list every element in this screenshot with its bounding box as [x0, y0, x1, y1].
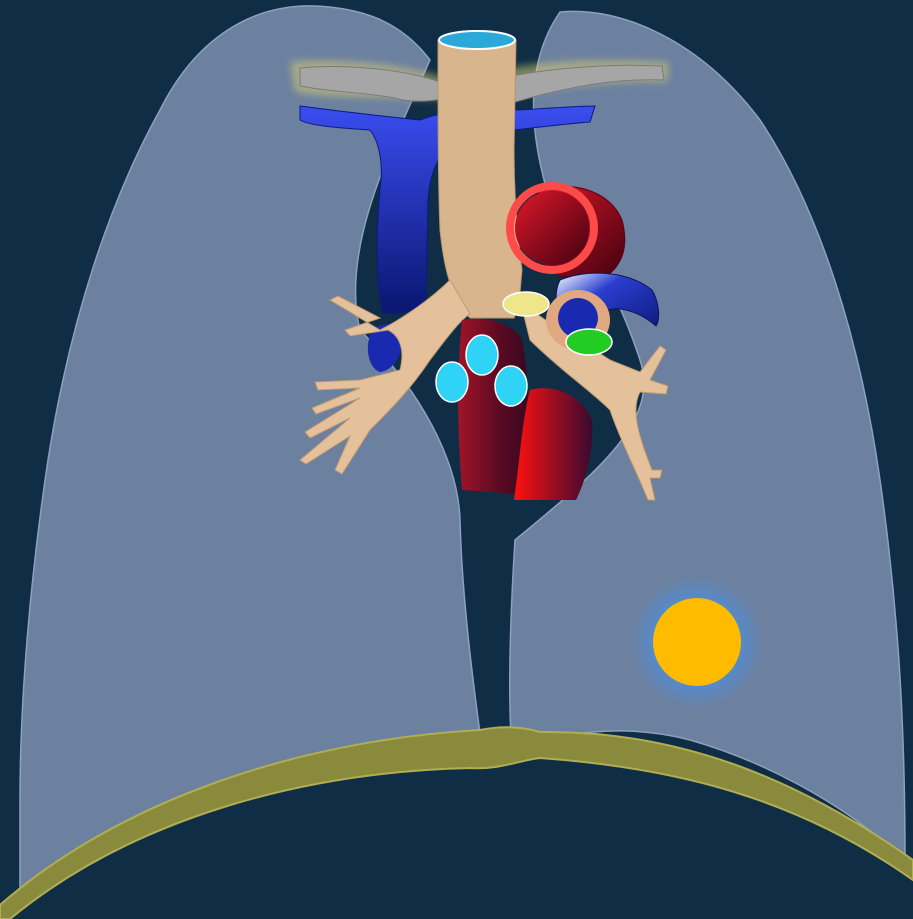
trachea-lumen	[439, 31, 515, 49]
lymph-node-green	[566, 329, 612, 355]
lymph-node-1	[466, 335, 498, 375]
lymph-node-2	[436, 362, 468, 402]
lymph-node-yellow	[503, 292, 549, 316]
lymph-node-3	[495, 366, 527, 406]
peripheral-nodule	[653, 598, 741, 686]
aortic-arch	[510, 186, 625, 280]
trachea	[438, 33, 522, 319]
